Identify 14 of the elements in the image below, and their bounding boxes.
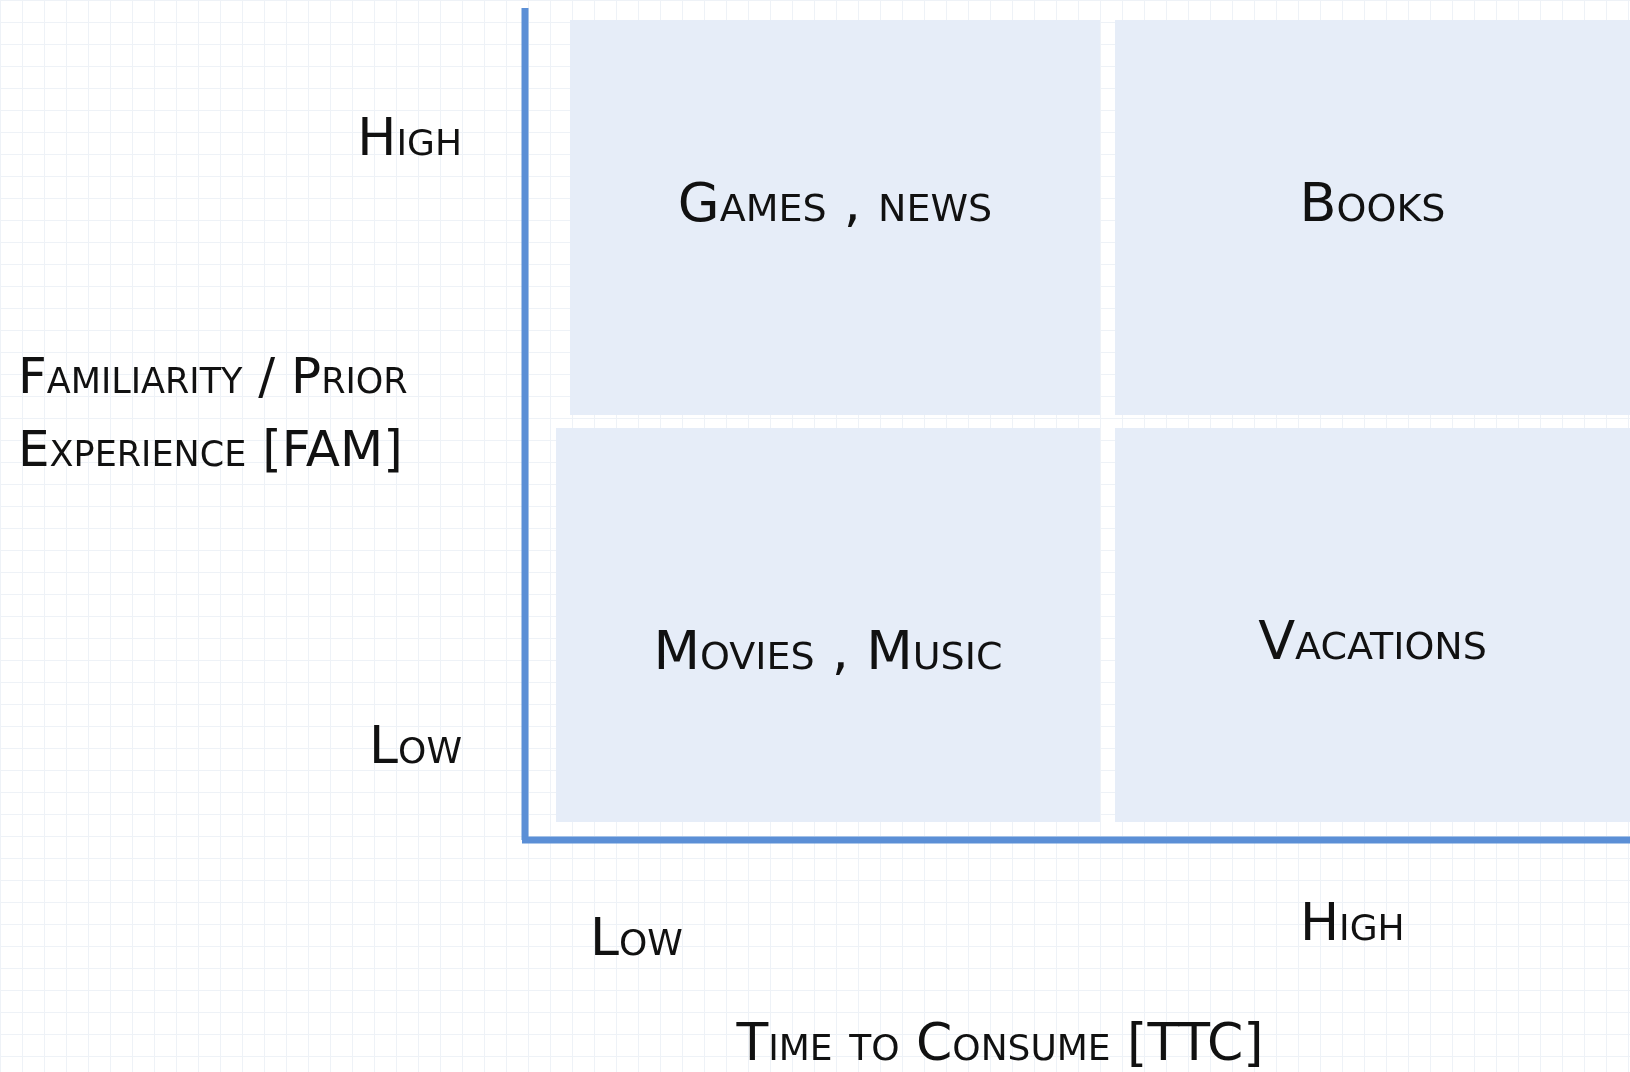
quadrant-box [1115, 428, 1630, 822]
quadrant-label: Movies , Music [653, 618, 1003, 682]
quadrant-label: Games , news [677, 171, 993, 234]
quadrant-box [1115, 20, 1630, 415]
axis-tick-label: High [356, 106, 462, 169]
axis-tick-label: Low [590, 906, 684, 969]
quadrant-box [556, 428, 1100, 822]
quadrant-box [570, 20, 1100, 415]
axis-title: Time to Consume [TTC] [735, 1011, 1265, 1072]
axis-tick-label: High [1300, 891, 1406, 954]
quadrant-label: Books [1299, 171, 1446, 234]
axis-title: Familiarity / Prior Experience [FAM] [18, 346, 409, 480]
quadrant-label: Vacations [1258, 608, 1487, 672]
axis-tick-label: Low [368, 714, 462, 777]
